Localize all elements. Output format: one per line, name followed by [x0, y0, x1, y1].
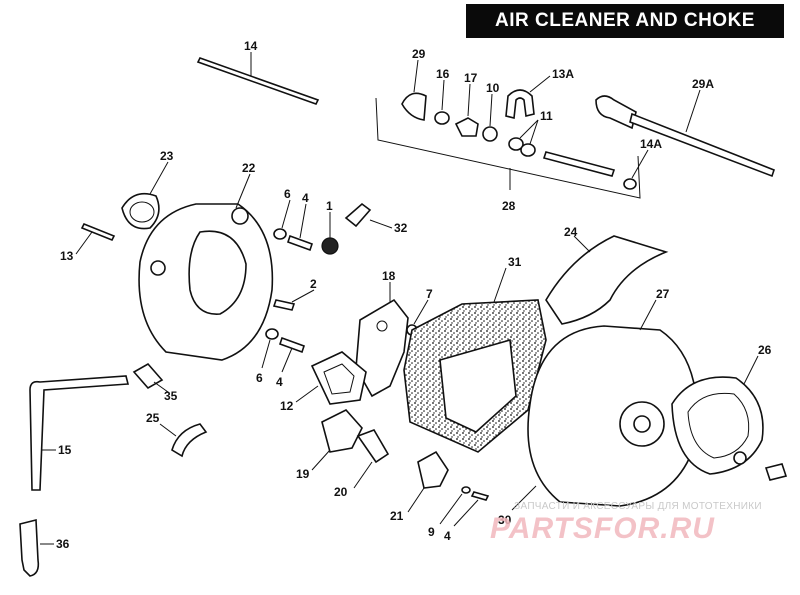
- callout-20: 20: [334, 485, 348, 499]
- callout-35: 35: [164, 389, 178, 403]
- callout-labels: 14 29 16 17 10 13A 11 29A 14A 28 23 22 6…: [56, 39, 772, 551]
- callout-32: 32: [394, 221, 408, 235]
- callout-27: 27: [656, 287, 670, 301]
- breather-tube-15: [29, 375, 130, 491]
- callout-15: 15: [58, 443, 72, 457]
- callout-11: 11: [540, 109, 553, 123]
- gasket-19: [311, 409, 363, 471]
- callout-12: 12: [280, 399, 294, 413]
- choke-rod: [542, 151, 616, 177]
- callout-21: 21: [390, 509, 404, 523]
- callout-13: 13: [60, 249, 74, 263]
- gasket-12: [295, 351, 367, 405]
- deflector-24: [545, 235, 669, 325]
- watermark-tagline: ЗАПЧАСТИ И АКСЕССУАРЫ ДЛЯ МОТОТЕХНИКИ: [514, 501, 762, 512]
- callout-24: 24: [564, 225, 578, 239]
- bracket-20: [353, 429, 390, 489]
- callout-26: 26: [758, 343, 772, 357]
- hose-clamp-35: [132, 362, 169, 393]
- cover-27: [527, 299, 699, 507]
- diagram-title: AIR CLEANER AND CHOKE: [466, 4, 784, 38]
- callout-1: 1: [326, 199, 333, 213]
- callout-18: 18: [382, 269, 396, 283]
- screw-13: [75, 222, 116, 255]
- backplate-22: [138, 173, 274, 361]
- callout-4-upper: 4: [302, 191, 309, 205]
- callout-19: 19: [296, 467, 310, 481]
- callout-14a: 14A: [640, 137, 662, 151]
- hose-end-36: [19, 518, 54, 577]
- callout-6-upper: 6: [284, 187, 291, 201]
- washer-14a: [623, 149, 649, 190]
- cable-strap: [196, 52, 320, 105]
- cable-clip-13a: [505, 75, 551, 119]
- callout-28: 28: [502, 199, 516, 213]
- nuts-11: [508, 119, 539, 157]
- callout-22: 22: [242, 161, 256, 175]
- choke-nut-17: [454, 83, 479, 137]
- callout-14: 14: [244, 39, 258, 53]
- choke-knob: [401, 59, 427, 121]
- hose-25: [159, 423, 208, 458]
- callout-9: 9: [428, 525, 435, 539]
- callout-36: 36: [56, 537, 70, 551]
- washer-16: [434, 79, 450, 125]
- callout-30: 30: [498, 513, 512, 527]
- callout-2: 2: [310, 277, 317, 291]
- callout-4-lower: 4: [276, 375, 283, 389]
- callout-23: 23: [160, 149, 174, 163]
- washer-and-screw-lower: [261, 328, 306, 373]
- callout-17: 17: [464, 71, 478, 85]
- callout-4-bottom: 4: [444, 529, 451, 543]
- leader-30: [511, 485, 537, 511]
- choke-group-bracket: [375, 97, 641, 199]
- callout-29: 29: [412, 47, 426, 61]
- ring-26: [671, 355, 764, 475]
- plug-1: [321, 212, 339, 255]
- callout-10: 10: [486, 81, 500, 95]
- callout-13a: 13A: [552, 67, 574, 81]
- nut-10: [482, 93, 498, 142]
- callout-7: 7: [426, 287, 433, 301]
- callout-16: 16: [436, 67, 450, 81]
- fitting-32: [344, 202, 393, 229]
- gasket-23: [121, 161, 169, 230]
- knob-screw: [764, 463, 788, 481]
- callout-29a: 29A: [692, 77, 714, 91]
- callout-6-lower: 6: [256, 371, 263, 385]
- callout-31: 31: [508, 255, 522, 269]
- callout-25: 25: [146, 411, 160, 425]
- washer-9: [439, 486, 471, 525]
- watermark-logo: PARTSFOR.RU: [490, 512, 715, 545]
- screw-2: [272, 289, 315, 311]
- washer-and-screw-upper: [273, 199, 314, 252]
- filter-element-31: [403, 267, 547, 453]
- choke-cable-29a: [595, 89, 775, 178]
- screw-4-bottom: [453, 491, 490, 527]
- clip-21: [407, 450, 449, 513]
